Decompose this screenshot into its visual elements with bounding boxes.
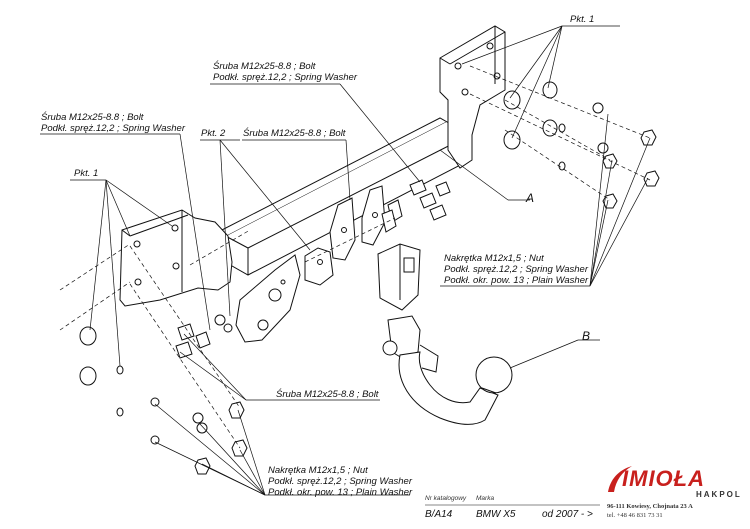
catalog-label: Nr katalogowy: [425, 495, 467, 502]
brand-label: Marka: [476, 495, 495, 502]
label-pkt1-left: Pkt. 1: [74, 168, 99, 179]
label-bolt-mid: Śruba M12x25-8.8 ; Bolt: [243, 128, 346, 139]
logo-sub: HAKPOL: [696, 490, 742, 499]
label-bolt-top-2: Podkł. spręż.12,2 ; Spring Washer: [213, 72, 357, 83]
label-bolt-bottom: Śruba M12x25-8.8 ; Bolt: [276, 389, 379, 400]
brand-value: BMW X5: [476, 509, 516, 520]
catalog-value: B/A14: [425, 509, 453, 520]
logo-phone: tel. +48 46 831 73 31: [607, 512, 663, 519]
logo-name: IMIOŁA: [622, 466, 705, 491]
label-nut-right-1: Nakrętka M12x1,5 ; Nut: [444, 253, 544, 264]
label-part-a: A: [526, 191, 535, 205]
label-nut-bottom-1: Nakrętka M12x1,5 ; Nut: [268, 465, 368, 476]
label-pkt2: Pkt. 2: [201, 128, 226, 139]
right-bracket: [439, 25, 506, 169]
label-nut-bottom-2: Podkł. spręż.12,2 ; Spring Washer: [268, 476, 412, 487]
left-hardware: [59, 217, 396, 475]
label-nut-right-2: Podkł. spręż.12,2 ; Spring Washer: [444, 264, 588, 275]
hakpol-logo-icon: [608, 466, 632, 492]
center-plates: [304, 185, 386, 286]
socket-plate: [235, 254, 301, 343]
ball-hook: [382, 315, 513, 425]
label-pkt1-top: Pkt. 1: [570, 14, 595, 25]
label-bolt-top-1: Śruba M12x25-8.8 ; Bolt: [213, 61, 316, 72]
left-bracket: [119, 209, 233, 307]
label-nut-right-3: Podkł. okr. pow. 13 ; Plain Washer: [444, 275, 589, 286]
label-bolt-left-2: Podkł. spręż.12,2 ; Spring Washer: [41, 123, 185, 134]
logo-address: 96-111 Kowiesy, Chojnata 23 A: [607, 503, 693, 510]
right-hardware: [469, 65, 660, 209]
label-part-b: B: [582, 329, 591, 343]
leader-lines: [40, 25, 651, 496]
label-bolt-left-1: Śruba M12x25-8.8 ; Bolt: [41, 112, 144, 123]
socket-bracket: [377, 243, 421, 311]
label-nut-bottom-3: Podkł. okr. pow. 13 ; Plain Washer: [268, 487, 413, 498]
date-value: od 2007 - >: [542, 509, 593, 520]
